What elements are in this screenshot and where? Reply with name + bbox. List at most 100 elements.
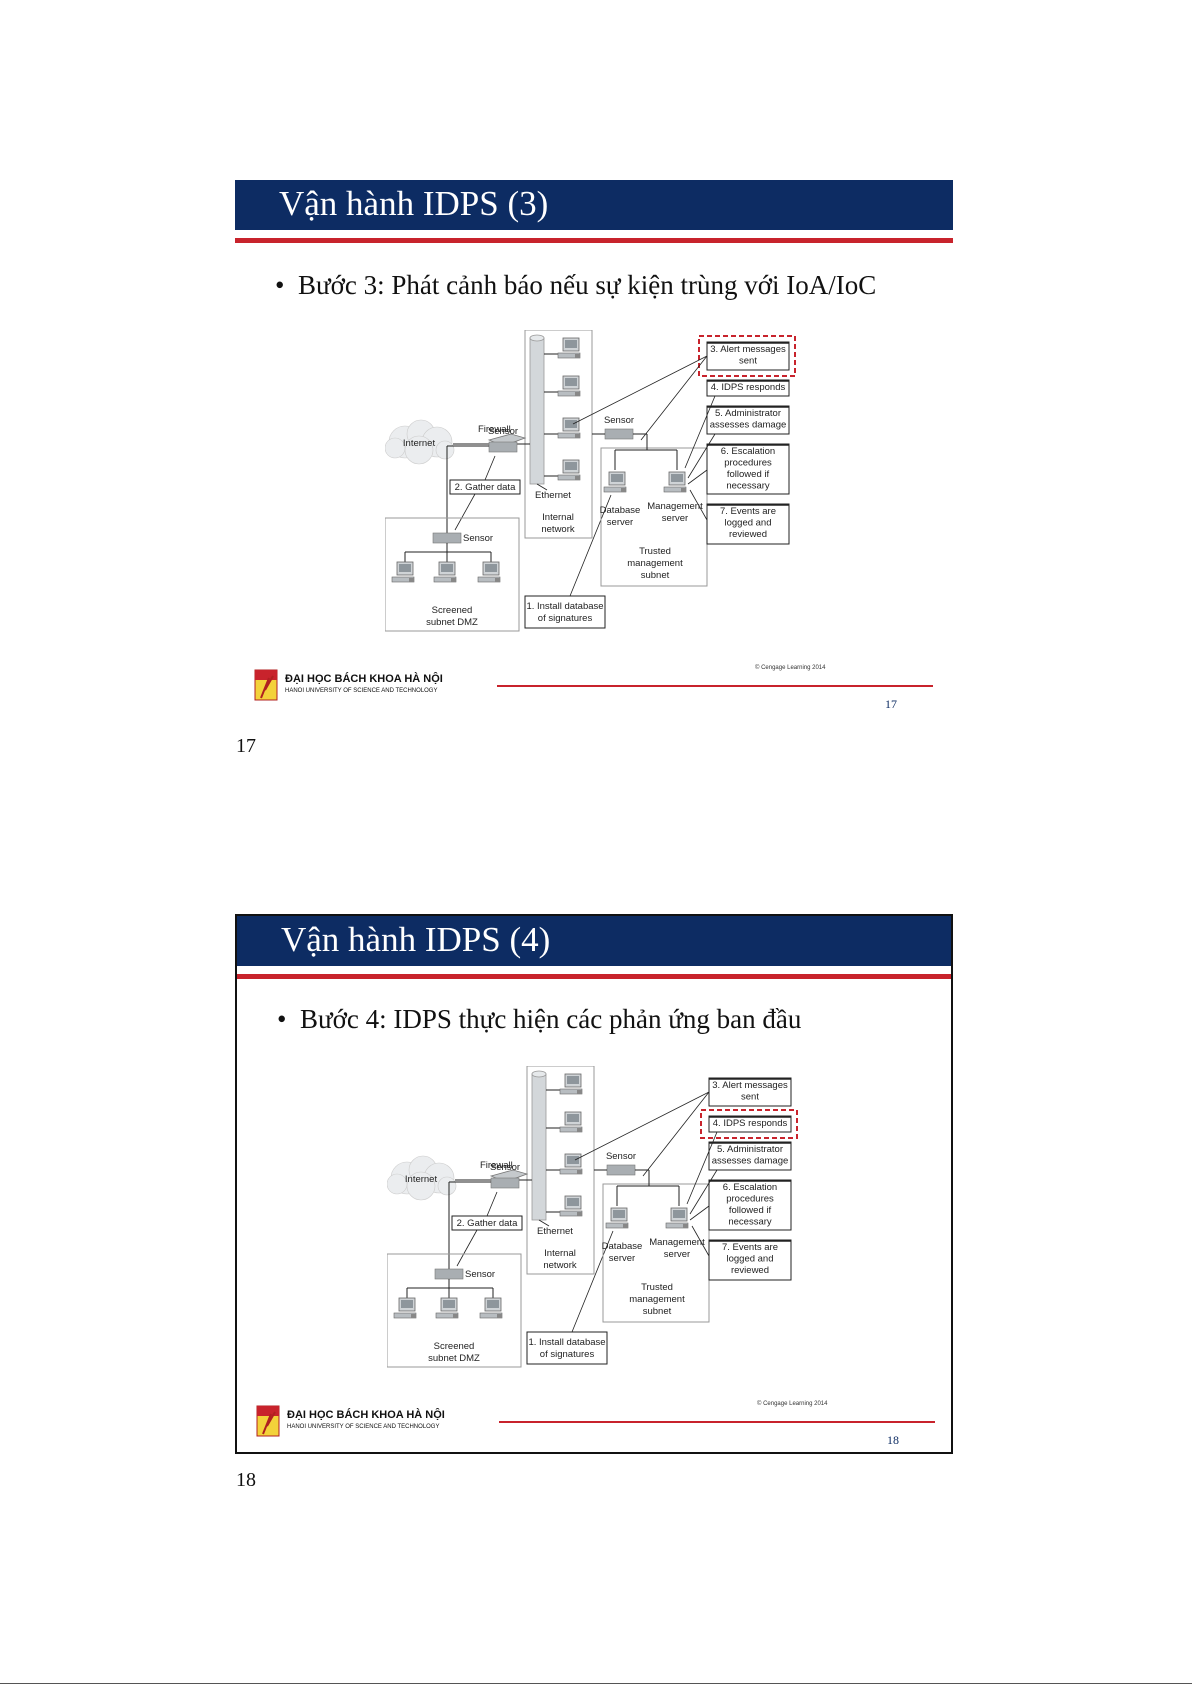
bullet-dot: •	[275, 270, 285, 300]
university-name-en: HANOI UNIVERSITY OF SCIENCE AND TECHNOLO…	[285, 688, 438, 694]
install-db-label: 1. Install database	[528, 1337, 605, 1348]
internal-network-label: Internal	[542, 512, 574, 523]
administrator-box-label: assesses damage	[710, 420, 787, 431]
title-underline	[237, 974, 951, 979]
slide-title-bar: Vận hành IDPS (4)	[237, 916, 951, 966]
slide: Vận hành IDPS (3) • Bước 3: Phát cảnh bá…	[235, 180, 953, 720]
sensor-icon	[434, 1268, 464, 1280]
database-server-label: Database	[602, 1241, 643, 1252]
escalation-box-label: necessary	[728, 1217, 772, 1228]
internal-network-label: network	[543, 1260, 577, 1271]
ethernet-label: Ethernet	[537, 1226, 573, 1237]
database-server-label: Database	[600, 505, 641, 516]
escalation-box-label: followed if	[729, 1205, 772, 1216]
internal-network-label: network	[541, 524, 575, 535]
university-name-en: HANOI UNIVERSITY OF SCIENCE AND TECHNOLO…	[287, 1424, 440, 1430]
footer-line	[499, 1421, 935, 1423]
sensor-icon	[606, 1164, 636, 1176]
administrator-box-label: 5. Administrator	[715, 408, 781, 419]
install-db-label: of signatures	[540, 1349, 595, 1360]
sensor-label: Sensor	[606, 1151, 636, 1162]
copyright: © Cengage Learning 2014	[755, 665, 826, 671]
alert-messages-box-label: 3. Alert messages	[710, 344, 786, 355]
database-server-label: server	[607, 517, 633, 528]
computer-icon	[557, 459, 581, 481]
computer-icon	[559, 1073, 583, 1095]
computer-icon	[557, 417, 581, 439]
escalation-box-label: necessary	[726, 481, 770, 492]
page-number: 17	[236, 735, 256, 757]
management-server-label: server	[664, 1249, 690, 1260]
computer-icon	[557, 375, 581, 397]
computer-icon	[559, 1195, 583, 1217]
events-logged-box-label: 7. Events are	[720, 506, 776, 517]
sensor-label: Sensor	[604, 415, 634, 426]
management-server-label: server	[662, 513, 688, 524]
computer-icon	[557, 337, 581, 359]
bullet-text: Bước 3: Phát cảnh báo nếu sự kiện trùng …	[298, 270, 877, 300]
database-server-label: server	[609, 1253, 635, 1264]
install-db-label: of signatures	[538, 613, 593, 624]
idps-responds-box-label: 4. IDPS responds	[711, 382, 786, 393]
computer-icon	[665, 1207, 689, 1229]
computer-icon	[559, 1111, 583, 1133]
firewall-label: Firewall	[480, 1160, 513, 1171]
gather-data-label: 2. Gather data	[457, 1218, 518, 1229]
events-logged-box-label: 7. Events are	[722, 1242, 778, 1253]
bullet-point: • Bước 4: IDPS thực hiện các phản ứng ba…	[277, 1004, 897, 1034]
university-name-vn: ĐẠI HỌC BÁCH KHOA HÀ NỘI	[285, 673, 443, 685]
escalation-box-label: followed if	[727, 469, 770, 480]
administrator-box-label: assesses damage	[712, 1156, 789, 1167]
bullet-point: • Bước 3: Phát cảnh báo nếu sự kiện trùn…	[275, 270, 895, 300]
screened-dmz-label: Screened	[432, 605, 473, 616]
internal-network-label: Internal	[544, 1248, 576, 1259]
trusted-subnet-label: Trusted	[641, 1282, 673, 1293]
management-server-label: Management	[649, 1237, 705, 1248]
escalation-box-label: 6. Escalation	[723, 1182, 777, 1193]
trusted-subnet-label: Trusted	[639, 546, 671, 557]
highlight-frame	[700, 1109, 798, 1139]
idps-responds-box-label: 4. IDPS responds	[713, 1118, 788, 1129]
page-number: 18	[236, 1469, 256, 1491]
university-name-vn: ĐẠI HỌC BÁCH KHOA HÀ NỘI	[287, 1409, 445, 1421]
gather-data-label: 2. Gather data	[455, 482, 516, 493]
slide-number: 17	[885, 697, 897, 711]
computer-icon	[435, 1297, 459, 1319]
sensor-icon	[432, 532, 462, 544]
sensor-icon	[488, 441, 518, 453]
computer-icon	[477, 561, 501, 583]
university-logo: ĐẠI HỌC BÁCH KHOA HÀ NỘI HANOI UNIVERSIT…	[253, 668, 453, 703]
highlight-frame	[698, 335, 796, 377]
events-logged-box-label: logged and	[724, 518, 771, 529]
sensor-label: Sensor	[465, 1269, 495, 1280]
bullet-text: Bước 4: IDPS thực hiện các phản ứng ban …	[300, 1004, 802, 1034]
internet-label: Internet	[403, 438, 436, 449]
internet-cloud-icon	[386, 1155, 457, 1201]
escalation-box-label: procedures	[724, 458, 772, 469]
slide-title: Vận hành IDPS (3)	[279, 184, 549, 223]
computer-icon	[393, 1297, 417, 1319]
sensor-label: Sensor	[490, 1162, 520, 1173]
computer-icon	[391, 561, 415, 583]
computer-icon	[433, 561, 457, 583]
sensor-icon	[490, 1177, 520, 1189]
trusted-subnet-label: subnet	[643, 1306, 672, 1317]
escalation-box-label: procedures	[726, 1194, 774, 1205]
title-underline	[235, 238, 953, 243]
university-logo: ĐẠI HỌC BÁCH KHOA HÀ NỘI HANOI UNIVERSIT…	[255, 1404, 455, 1439]
bullet-dot: •	[277, 1004, 287, 1034]
trusted-subnet-label: management	[629, 1294, 685, 1305]
sensor-label: Sensor	[463, 533, 493, 544]
trusted-subnet-label: management	[627, 558, 683, 569]
slide-title: Vận hành IDPS (4)	[281, 920, 551, 959]
page-bottom-rule	[0, 1683, 1192, 1684]
copyright: © Cengage Learning 2014	[757, 1401, 828, 1407]
ethernet-label: Ethernet	[535, 490, 571, 501]
administrator-box-label: 5. Administrator	[717, 1144, 783, 1155]
events-logged-box-label: reviewed	[731, 1265, 769, 1276]
events-logged-box-label: logged and	[726, 1254, 773, 1265]
internet-label: Internet	[405, 1174, 438, 1185]
screened-dmz-label: subnet DMZ	[428, 1353, 480, 1364]
